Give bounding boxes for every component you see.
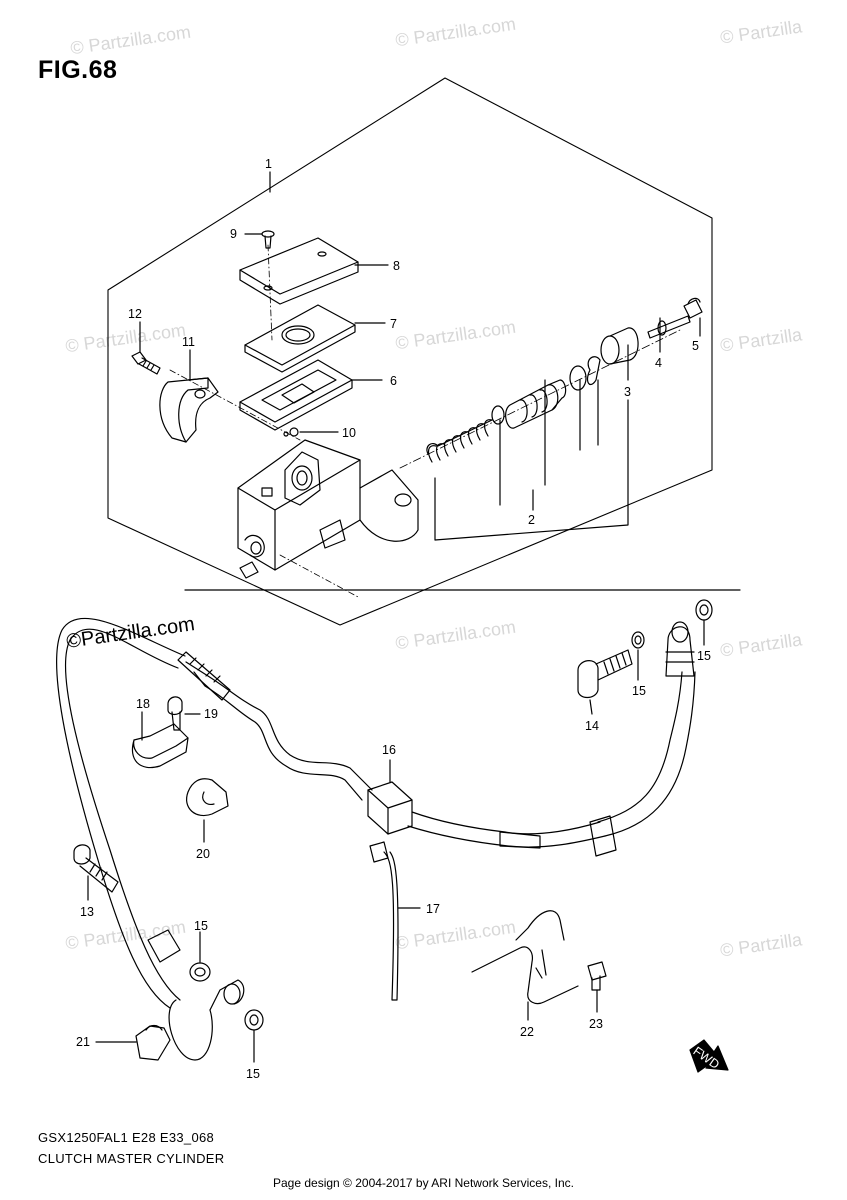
callout-10: 10 xyxy=(342,426,356,440)
callout-15: 15 xyxy=(246,1067,260,1081)
bolt-19 xyxy=(167,696,201,731)
fwd-arrow-icon xyxy=(689,1039,729,1073)
cable-tie-17 xyxy=(369,841,421,1001)
push-rod-4 xyxy=(647,315,691,339)
callout-7: 7 xyxy=(390,317,397,331)
callout-8: 8 xyxy=(393,259,400,273)
callout-16: 16 xyxy=(382,743,396,757)
callout-11: 11 xyxy=(182,335,195,349)
hose-fitting-left xyxy=(177,651,231,701)
hose-fitting-right xyxy=(665,621,695,677)
boot-3 xyxy=(600,327,639,365)
screw-23 xyxy=(587,961,607,1013)
diaphragm-6 xyxy=(239,359,353,431)
washer-15-mid xyxy=(631,631,645,649)
model-code: GSX1250FAL1 E28 E33_068 xyxy=(38,1130,215,1145)
assembly-outline xyxy=(107,77,713,626)
bolt-12 xyxy=(131,351,161,375)
callout-9: 9 xyxy=(230,227,237,241)
callout-15: 15 xyxy=(194,919,208,933)
figure-subtitle: CLUTCH MASTER CYLINDER xyxy=(38,1151,225,1166)
washer-15-lower-left xyxy=(189,962,211,982)
callout-3: 3 xyxy=(624,385,631,399)
hose-clamp-18 xyxy=(131,711,189,769)
clamp-21 xyxy=(95,1024,171,1061)
callout-13: 13 xyxy=(80,905,94,919)
callout-2: 2 xyxy=(528,513,535,527)
callout-15: 15 xyxy=(697,649,711,663)
piston-kit-2 xyxy=(426,356,601,463)
washer-15-bottom xyxy=(244,1009,264,1031)
callout-18: 18 xyxy=(136,697,150,711)
bolt-13 xyxy=(73,844,119,901)
screw-10 xyxy=(283,427,299,437)
callout-17: 17 xyxy=(426,902,440,916)
callout-19: 19 xyxy=(204,707,218,721)
callout-5: 5 xyxy=(692,339,699,353)
master-cylinder-body xyxy=(237,439,419,579)
handlebar-clamp-11 xyxy=(159,377,219,443)
callout-23: 23 xyxy=(589,1017,603,1031)
screw-9 xyxy=(261,230,275,249)
diaphragm-plate-7 xyxy=(244,304,356,373)
callout-22: 22 xyxy=(520,1025,534,1039)
hose-lower-fitting xyxy=(147,929,245,1061)
washer-15-top-right xyxy=(695,599,713,621)
callout-4: 4 xyxy=(655,356,662,370)
page-footer: Page design © 2004-2017 by ARI Network S… xyxy=(272,1176,574,1190)
callout-14: 14 xyxy=(585,719,599,733)
hose-guide-20 xyxy=(186,778,229,843)
callout-15: 15 xyxy=(632,684,646,698)
figure-title: FIG.68 xyxy=(38,56,118,84)
callout-6: 6 xyxy=(390,374,397,388)
callout-20: 20 xyxy=(196,847,210,861)
hose-protector xyxy=(499,815,617,857)
clutch-hose xyxy=(56,617,696,1009)
wire-clip-22 xyxy=(471,910,579,1021)
callout-12: 12 xyxy=(128,307,142,321)
reservoir-cap-8 xyxy=(239,237,359,305)
rod-end-5 xyxy=(683,297,703,319)
callout-21: 21 xyxy=(76,1035,90,1049)
hose-clamp-16 xyxy=(367,759,413,835)
callout-1: 1 xyxy=(265,157,272,171)
union-bolt-14 xyxy=(577,649,633,715)
